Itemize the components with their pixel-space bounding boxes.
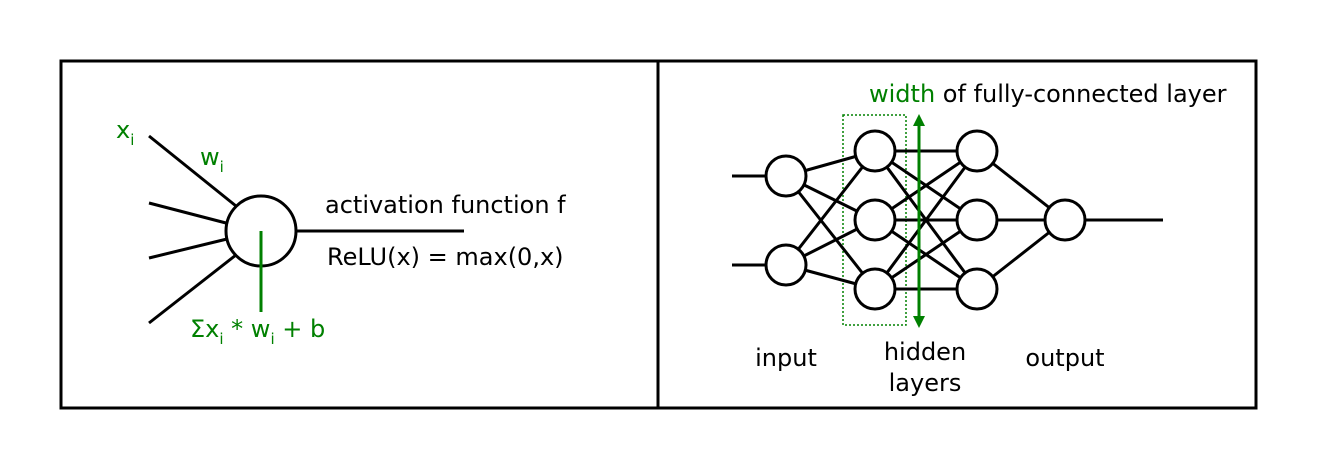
weighted-sum-formula: Σxi * wi + b <box>190 315 325 348</box>
network-panel: width of fully-connected layer input hid… <box>732 80 1227 397</box>
network-edge <box>784 150 877 266</box>
network-node-output <box>1043 198 1087 242</box>
relu-formula: ReLU(x) = max(0,x) <box>327 243 564 271</box>
network-edge <box>873 150 979 290</box>
neuron-input-line <box>148 237 228 260</box>
network-edge <box>784 175 877 290</box>
network-node-hidden <box>955 267 999 311</box>
hidden-layers-label-line1: hidden <box>884 338 966 366</box>
input-layer-label: input <box>755 344 817 372</box>
hidden-layers-label-line2: layers <box>889 369 962 397</box>
input-label: xi <box>116 116 134 149</box>
network-nodes <box>764 129 1087 311</box>
network-node-hidden <box>955 198 999 242</box>
neuron-input-line <box>148 253 237 325</box>
neuron-input-line <box>148 201 227 225</box>
network-node-hidden <box>853 267 897 311</box>
network-node-input <box>764 154 808 198</box>
network-node-hidden <box>853 198 897 242</box>
neuron-input-line <box>148 134 237 208</box>
network-node-hidden <box>853 129 897 173</box>
network-node-input <box>764 243 808 287</box>
weight-label: wi <box>200 143 224 176</box>
width-annotation: width of fully-connected layer <box>869 80 1227 108</box>
activation-function-label: activation function f <box>325 191 566 219</box>
neuron-panel: xi wi activation function f ReLU(x) = ma… <box>116 116 566 348</box>
output-layer-label: output <box>1025 344 1104 372</box>
network-node-hidden <box>955 129 999 173</box>
